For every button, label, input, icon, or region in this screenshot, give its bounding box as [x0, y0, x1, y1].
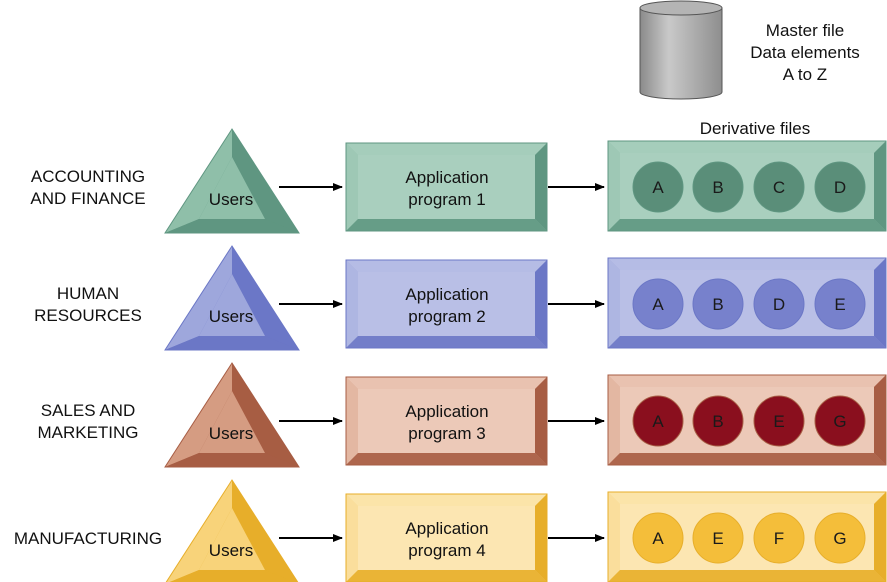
master-data-elements-label: Data elements — [750, 43, 860, 62]
users-label: Users — [209, 190, 253, 209]
master-range-label: A to Z — [783, 65, 827, 84]
application-label: Application — [405, 519, 488, 538]
users-triangle-icon — [164, 362, 300, 468]
data-element-circle: A — [632, 512, 684, 564]
application-label: Application — [405, 168, 488, 187]
data-element-label: B — [712, 295, 723, 314]
program-number-label: program 3 — [408, 424, 485, 443]
application-program-box — [345, 493, 548, 582]
data-element-circle: B — [692, 161, 744, 213]
program-number-label: program 2 — [408, 307, 485, 326]
department-label: RESOURCES — [34, 306, 142, 325]
data-element-label: C — [773, 178, 785, 197]
users-label: Users — [209, 307, 253, 326]
data-element-label: B — [712, 412, 723, 431]
department-label: AND FINANCE — [30, 189, 145, 208]
data-element-label: D — [773, 295, 785, 314]
department-row: ACCOUNTING AND FINANCE Users Application pro… — [30, 128, 887, 234]
data-element-circle: D — [814, 161, 866, 213]
master-file-label: Master file — [766, 21, 844, 40]
data-element-label: E — [712, 529, 723, 548]
program-number-label: program 1 — [408, 190, 485, 209]
data-element-label: F — [774, 529, 784, 548]
application-program-box — [345, 142, 548, 232]
data-element-label: B — [712, 178, 723, 197]
data-element-label: D — [834, 178, 846, 197]
data-element-circle: A — [632, 161, 684, 213]
data-element-circle: G — [814, 512, 866, 564]
data-element-label: E — [773, 412, 784, 431]
department-row: MANUFACTURING Users Application program 4 A E… — [14, 479, 887, 582]
users-triangle-icon — [164, 245, 300, 351]
department-label: MARKETING — [37, 423, 138, 442]
application-program-box — [345, 376, 548, 466]
data-element-label: A — [652, 412, 664, 431]
data-element-circle: B — [692, 395, 744, 447]
data-element-circle: E — [692, 512, 744, 564]
derivative-files-label: Derivative files — [700, 119, 811, 138]
data-element-label: G — [833, 412, 846, 431]
data-element-circle: A — [632, 395, 684, 447]
department-label: SALES AND — [41, 401, 136, 420]
department-row: SALES AND MARKETING Users Application progra… — [37, 362, 887, 468]
data-element-circle: B — [692, 278, 744, 330]
program-number-label: program 4 — [408, 541, 485, 560]
data-element-label: A — [652, 529, 664, 548]
data-element-label: A — [652, 178, 664, 197]
department-label: MANUFACTURING — [14, 529, 162, 548]
department-row: HUMAN RESOURCES Users Application program 2 A… — [34, 245, 887, 351]
users-label: Users — [209, 541, 253, 560]
application-label: Application — [405, 402, 488, 421]
data-element-label: G — [833, 529, 846, 548]
users-triangle-icon — [164, 128, 300, 234]
master-file-cylinder-icon — [639, 0, 723, 100]
data-element-circle: G — [814, 395, 866, 447]
data-element-label: A — [652, 295, 664, 314]
data-element-circle: C — [753, 161, 805, 213]
department-label: ACCOUNTING — [31, 167, 145, 186]
users-label: Users — [209, 424, 253, 443]
data-element-circle: D — [753, 278, 805, 330]
application-program-box — [345, 259, 548, 349]
data-element-circle: E — [753, 395, 805, 447]
application-label: Application — [405, 285, 488, 304]
department-label: HUMAN — [57, 284, 119, 303]
data-element-label: E — [834, 295, 845, 314]
users-triangle-icon — [165, 479, 299, 582]
data-element-circle: F — [753, 512, 805, 564]
data-element-circle: A — [632, 278, 684, 330]
data-element-circle: E — [814, 278, 866, 330]
